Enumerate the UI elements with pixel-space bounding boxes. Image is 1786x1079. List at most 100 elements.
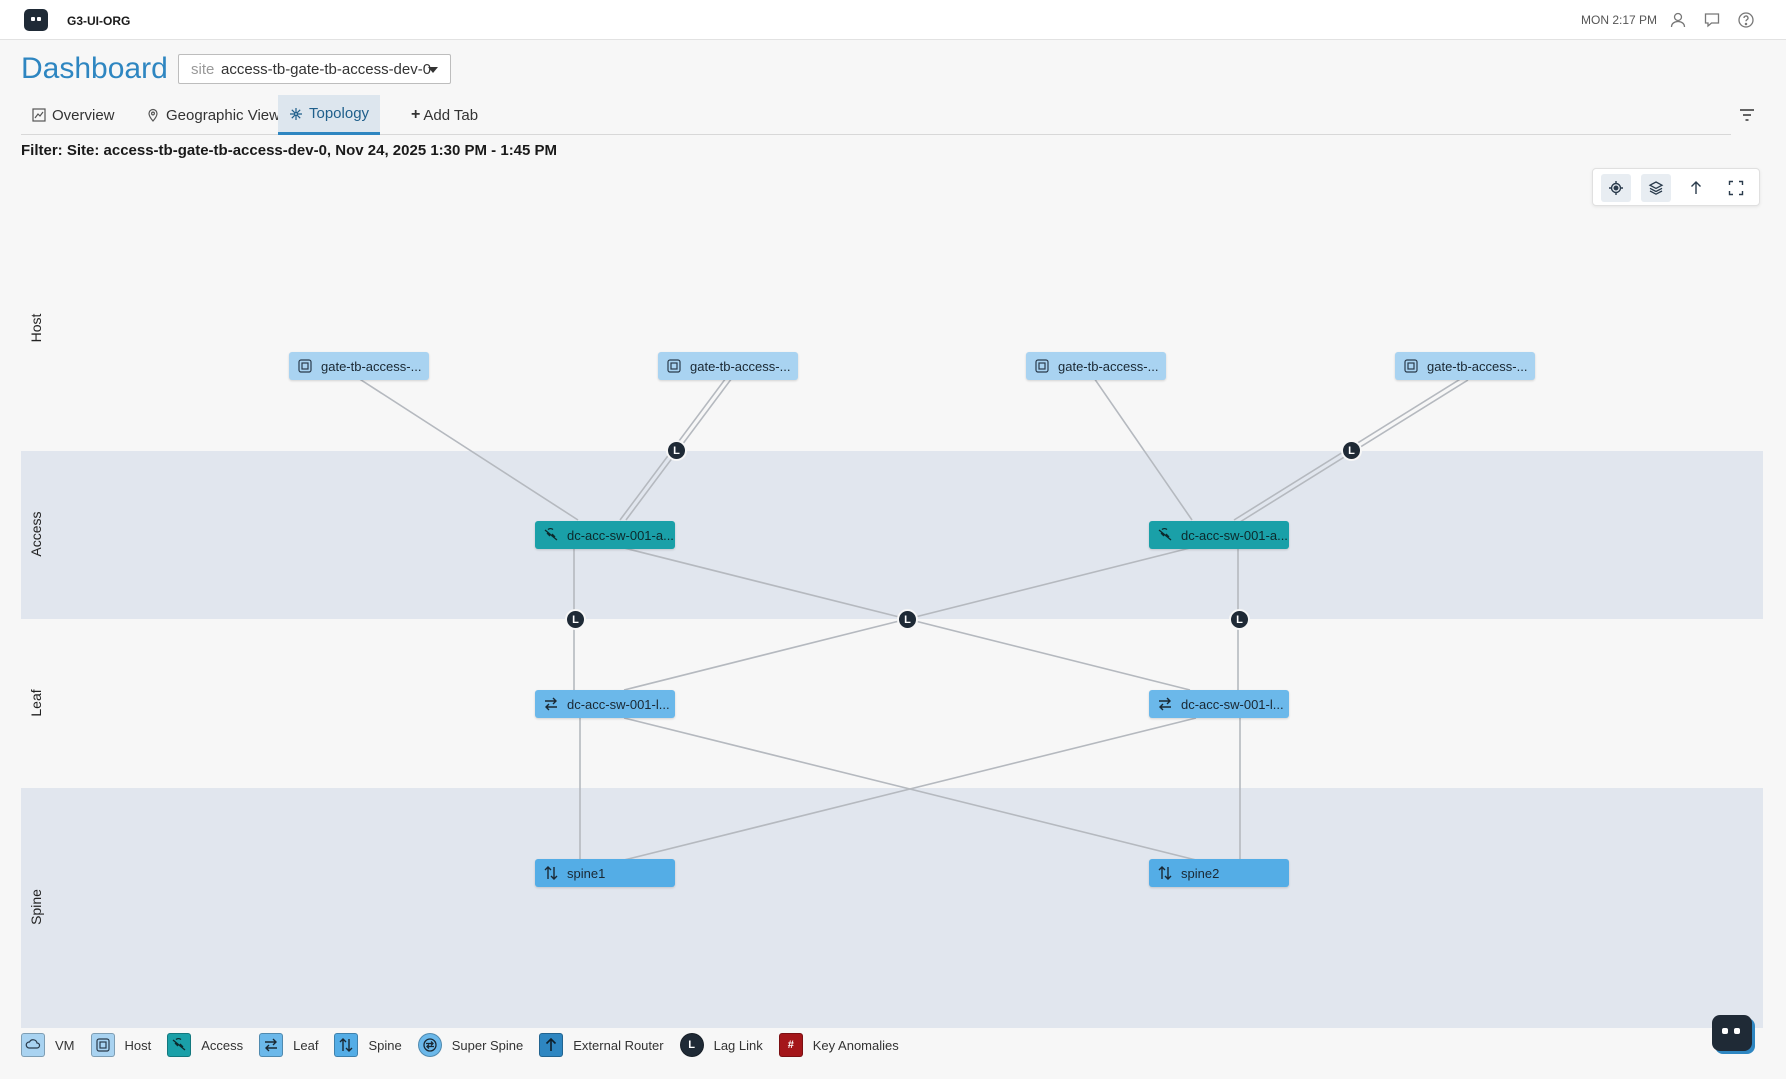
- spine-layer-band: [21, 788, 1763, 1028]
- arrow-up-button[interactable]: [1681, 174, 1711, 202]
- node-label: spine2: [1181, 865, 1220, 881]
- link-host1-access1: [357, 377, 579, 521]
- plus-icon: +: [411, 106, 421, 123]
- host-icon: [667, 359, 681, 373]
- chart-icon: [32, 108, 46, 122]
- help-icon[interactable]: [1737, 11, 1755, 29]
- host-icon: [298, 359, 312, 373]
- access-layer-band: [21, 451, 1763, 619]
- chat-icon[interactable]: [1703, 11, 1721, 29]
- lag-link-badge[interactable]: L: [565, 609, 586, 630]
- tab-topology[interactable]: Topology: [278, 95, 381, 135]
- legend-label: Host: [124, 1037, 152, 1053]
- spine-icon: [334, 1033, 359, 1057]
- super-spine-icon: [417, 1033, 442, 1057]
- host-icon: [90, 1033, 115, 1057]
- spine-icon: [544, 866, 558, 880]
- page-title: Dashboard: [21, 52, 168, 85]
- legend-item-spine: Spine: [334, 1033, 402, 1057]
- assistant-bot-icon[interactable]: [1712, 1015, 1752, 1051]
- legend-label: Super Spine: [451, 1037, 524, 1053]
- filter-icon[interactable]: [1739, 108, 1755, 122]
- locate-button[interactable]: [1601, 174, 1631, 202]
- legend-label: Key Anomalies: [812, 1037, 899, 1053]
- arrow-up-icon: [1691, 181, 1701, 194]
- leaf-icon: [1159, 697, 1171, 711]
- node-label: gate-tb-access-...: [690, 358, 791, 374]
- filter-summary: Filter: Site: access-tb-gate-tb-access-d…: [21, 142, 558, 159]
- spine-icon: [1158, 866, 1172, 880]
- tab-overview[interactable]: Overview: [21, 95, 126, 135]
- leaf-node[interactable]: dc-acc-sw-001-l...: [535, 690, 675, 718]
- external-router-icon: [539, 1033, 564, 1057]
- layers-icon: [1648, 181, 1664, 195]
- key-anomalies-icon: #: [778, 1033, 803, 1057]
- tab-geographic-view[interactable]: Geographic View: [135, 95, 291, 135]
- user-icon[interactable]: [1669, 11, 1687, 29]
- node-label: spine1: [567, 865, 606, 881]
- topology-toolbar: [1592, 168, 1760, 206]
- lag-link-badge[interactable]: L: [666, 440, 687, 461]
- caret-down-icon: [428, 67, 438, 73]
- host-node[interactable]: gate-tb-access-...: [289, 352, 429, 380]
- legend-item-vm: VM: [21, 1033, 75, 1057]
- topology-icon: [290, 107, 302, 120]
- lag-link-badge[interactable]: L: [1341, 440, 1362, 461]
- app-logo-icon[interactable]: [24, 9, 48, 31]
- host-icon: [1035, 359, 1049, 373]
- legend-item-leaf: Leaf: [259, 1033, 318, 1057]
- node-label: dc-acc-sw-001-a...: [1181, 527, 1288, 543]
- access-node[interactable]: dc-acc-sw-001-a...: [535, 521, 675, 549]
- host-icon: [1404, 359, 1418, 373]
- host-node[interactable]: gate-tb-access-...: [1026, 352, 1166, 380]
- tab-label: Topology: [309, 105, 370, 122]
- org-name[interactable]: G3-UI-ORG: [67, 14, 131, 28]
- lag-link-badge[interactable]: L: [1229, 609, 1250, 630]
- leaf-icon: [545, 697, 557, 711]
- tab-label: Geographic View: [166, 106, 280, 124]
- legend-item-lag-link: L Lag Link: [679, 1033, 763, 1057]
- access-node[interactable]: dc-acc-sw-001-a...: [1149, 521, 1289, 549]
- dashboard-tabs: Overview Geographic View Topology + Add …: [21, 95, 1731, 135]
- host-node[interactable]: gate-tb-access-...: [658, 352, 798, 380]
- legend-label: VM: [55, 1037, 75, 1053]
- legend-item-host: Host: [90, 1033, 152, 1057]
- topology-legend: VM Host Access Leaf Spine Super Spine: [21, 1032, 915, 1058]
- tab-add-tab[interactable]: + Add Tab: [400, 95, 489, 135]
- legend-item-key-anomalies: # Key Anomalies: [778, 1033, 899, 1057]
- lag-link-badge[interactable]: L: [897, 609, 918, 630]
- fullscreen-button[interactable]: [1721, 174, 1751, 202]
- vm-icon: [21, 1033, 45, 1057]
- legend-label: Leaf: [293, 1037, 319, 1053]
- node-label: gate-tb-access-...: [1058, 358, 1159, 374]
- link-leaf2-spine1: [623, 717, 1197, 861]
- fullscreen-icon: [1728, 180, 1744, 196]
- tab-label: Overview: [52, 106, 115, 124]
- spine-node[interactable]: spine1: [535, 859, 675, 887]
- location-pin-icon: [148, 108, 158, 122]
- node-label: gate-tb-access-...: [1427, 358, 1528, 374]
- site-label: site: [191, 61, 215, 78]
- legend-label: Access: [201, 1037, 244, 1053]
- site-value: access-tb-gate-tb-access-dev-0: [221, 61, 432, 78]
- spine-node[interactable]: spine2: [1149, 859, 1289, 887]
- host-node[interactable]: gate-tb-access-...: [1395, 352, 1535, 380]
- legend-label: Spine: [368, 1037, 402, 1053]
- node-label: dc-acc-sw-001-a...: [567, 527, 674, 543]
- lag-link-icon: L: [679, 1033, 704, 1057]
- top-bar: G3-UI-ORG MON 2:17 PM: [0, 0, 1786, 40]
- tab-label: Add Tab: [423, 106, 479, 124]
- access-icon: [167, 1033, 192, 1057]
- locate-icon: [1609, 181, 1623, 195]
- access-icon: [1158, 527, 1172, 541]
- site-dropdown[interactable]: site access-tb-gate-tb-access-dev-0: [178, 54, 451, 84]
- clock-text: MON 2:17 PM: [1581, 13, 1658, 27]
- node-label: dc-acc-sw-001-l...: [567, 696, 670, 712]
- layers-button[interactable]: [1641, 174, 1671, 202]
- leaf-icon: [259, 1033, 284, 1057]
- legend-label: External Router: [573, 1037, 664, 1053]
- access-icon: [544, 527, 558, 541]
- leaf-node[interactable]: dc-acc-sw-001-l...: [1149, 690, 1289, 718]
- node-label: dc-acc-sw-001-l...: [1181, 696, 1284, 712]
